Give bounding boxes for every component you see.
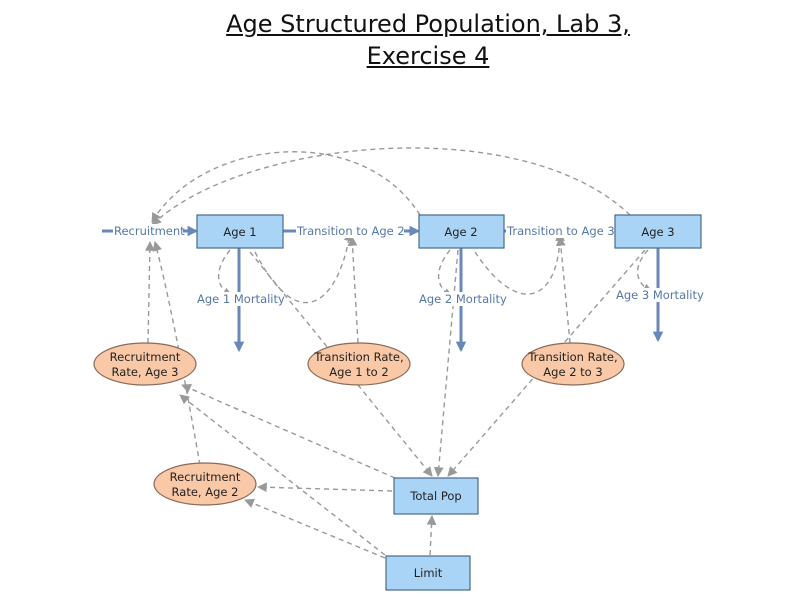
flow-label-age3-mortality: Age 3 Mortality (616, 288, 704, 302)
converter-transition-rate-1-2[interactable]: Transition Rate, Age 1 to 2 (307, 342, 411, 386)
stock-limit[interactable]: Limit (385, 555, 471, 591)
connector-totalpop-to-rr3 (181, 384, 396, 479)
stock-age2[interactable]: Age 2 (418, 214, 505, 249)
connector-age2-to-transition3 (474, 231, 565, 295)
stock-age1[interactable]: Age 1 (196, 214, 284, 249)
converter-label-tr12-line1: Transition Rate, (313, 350, 403, 364)
connector-age1-to-mortality (217, 249, 233, 297)
converter-label-rr3-line2: Rate, Age 3 (112, 365, 179, 379)
stock-label-age2: Age 2 (444, 225, 477, 239)
stock-label-age1: Age 1 (223, 225, 256, 239)
converter-recruitment-rate-age3[interactable]: Recruitment Rate, Age 3 (93, 342, 197, 386)
flow-label-transition-to-age3: Transition to Age 3 (506, 224, 615, 238)
stock-label-age3: Age 3 (641, 225, 674, 239)
stock-total-pop[interactable]: Total Pop (393, 477, 479, 515)
flow-labels: Recruitment Transition to Age 2 Transiti… (113, 224, 704, 306)
connector-limit-to-rr3 (179, 394, 386, 556)
flows (102, 225, 664, 353)
connector-limit-to-rr2 (244, 498, 386, 559)
connector-rr2-to-recruitment (152, 241, 201, 466)
stock-age3[interactable]: Age 3 (614, 214, 702, 249)
converter-label-tr23-line1: Transition Rate, (527, 350, 617, 364)
connector-tr12-to-transition2 (347, 236, 359, 344)
converter-label-tr12-line2: Age 1 to 2 (329, 365, 388, 379)
connector-age3-to-totalpop (447, 249, 646, 477)
connector-age1-to-transition2 (254, 231, 354, 304)
converter-recruitment-rate-age2[interactable]: Recruitment Rate, Age 2 (153, 462, 257, 506)
converter-transition-rate-2-3[interactable]: Transition Rate, Age 2 to 3 (521, 342, 625, 386)
title-line-1: Age Structured Population, Lab 3, (226, 10, 630, 38)
connector-age2-to-mortality (437, 249, 453, 298)
converter-label-rr2-line2: Rate, Age 2 (172, 485, 239, 499)
connector-age3-to-mortality (636, 249, 653, 293)
connector-age3-to-recruitment (151, 147, 631, 226)
converter-label-rr3-line1: Recruitment (110, 350, 181, 364)
title-line-2: Exercise 4 (366, 42, 490, 70)
flow-label-age2-mortality: Age 2 Mortality (419, 292, 507, 306)
stock-label-total-pop: Total Pop (409, 489, 461, 503)
connector-rr3-to-recruitment (144, 241, 155, 344)
flow-label-age1-mortality: Age 1 Mortality (197, 292, 285, 306)
diagram-title: Age Structured Population, Lab 3, Exerci… (0, 8, 800, 72)
connector-age2-to-recruitment (151, 151, 421, 223)
flow-label-transition-to-age2: Transition to Age 2 (296, 224, 405, 238)
connector-totalpop-to-rr2 (257, 482, 393, 493)
connector-tr23-to-transition3 (555, 236, 571, 344)
stock-label-limit: Limit (414, 566, 443, 580)
connector-limit-to-totalpop (426, 515, 437, 556)
converter-label-rr2-line1: Recruitment (170, 470, 241, 484)
flow-label-recruitment: Recruitment (114, 224, 185, 238)
connector-age2-to-totalpop (433, 249, 459, 477)
converter-label-tr23-line2: Age 2 to 3 (543, 365, 602, 379)
